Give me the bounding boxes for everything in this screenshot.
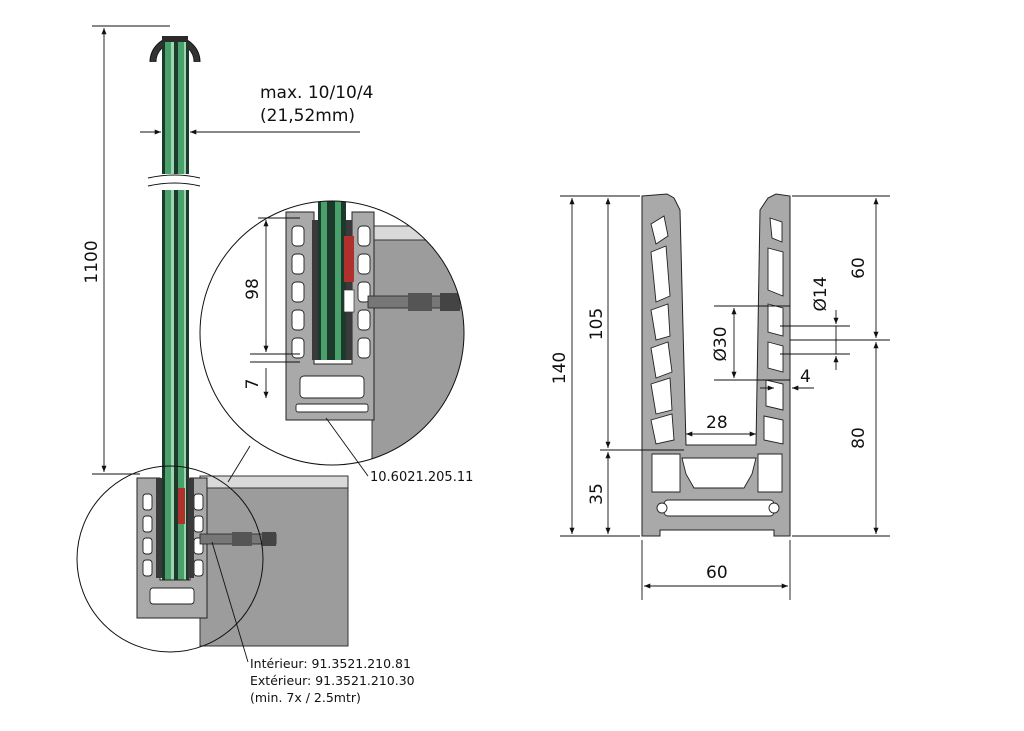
base-profile-small: [136, 477, 208, 619]
glass-spec-line2: (21,52mm): [260, 106, 355, 126]
detail-dim-7: 7: [243, 379, 263, 390]
dim-hole-14: Ø14: [811, 276, 831, 311]
detail-circle-small: [76, 465, 264, 653]
anchor-note-line2: Extérieur: 91.3521.210.30: [250, 673, 415, 688]
enlarged-detail: 98 7 10.6021.205.11: [199, 200, 473, 485]
dim-hole-30: Ø30: [711, 326, 731, 361]
detail-circle-large: [199, 200, 465, 466]
break-mark: [147, 174, 201, 190]
detail-dim-98: 98: [243, 278, 263, 300]
anchor-note-line3: (min. 7x / 2.5mtr): [250, 690, 361, 705]
anchor-note-line1: Intérieur: 91.3521.210.81: [250, 656, 411, 671]
dim-4: 4: [800, 367, 811, 387]
glass-spec-line1: max. 10/10/4: [260, 83, 373, 103]
balustrade-elevation: 1100 max. 10/10/4 (21,52mm): [76, 25, 415, 705]
part-ref-label: 10.6021.205.11: [370, 470, 473, 485]
dim-60-width: 60: [706, 563, 728, 583]
dim-140: 140: [550, 352, 570, 384]
anchor-bolt: [199, 532, 277, 546]
dim-28: 28: [706, 413, 728, 433]
dim-60-top: 60: [849, 257, 869, 279]
dim-35: 35: [587, 483, 607, 505]
profile-cross-section: 140 105 35 60 80 Ø14 Ø30 4: [550, 193, 890, 600]
height-dim-label: 1100: [82, 240, 102, 283]
dim-105: 105: [587, 308, 607, 340]
dim-80: 80: [849, 427, 869, 449]
